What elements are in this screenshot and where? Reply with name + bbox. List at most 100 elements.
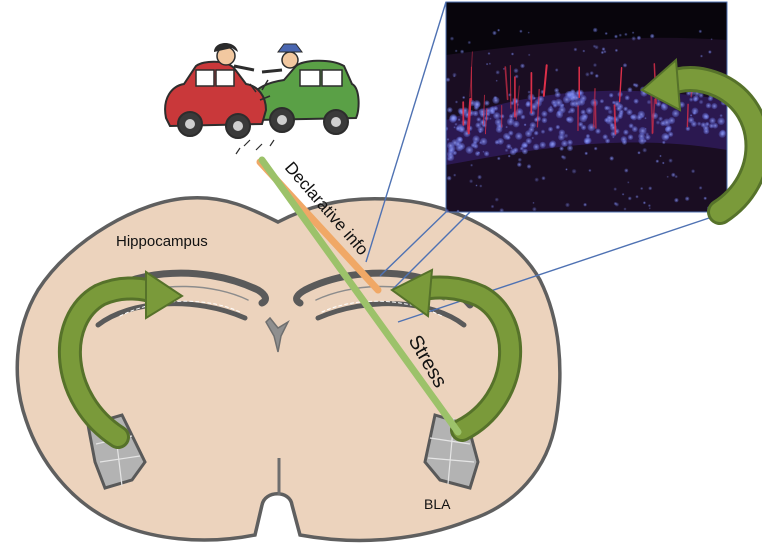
micrograph-cell xyxy=(470,164,473,167)
micrograph-cell xyxy=(627,181,629,183)
micrograph-cell xyxy=(517,162,522,167)
micrograph-cell xyxy=(506,135,511,140)
micrograph-cell xyxy=(708,50,711,53)
micrograph-cell xyxy=(497,29,500,32)
micrograph-cell xyxy=(461,120,467,126)
micrograph-cell xyxy=(447,107,453,113)
micrograph-cell xyxy=(636,195,639,198)
micrograph-cell xyxy=(625,95,630,100)
micrograph-cell xyxy=(488,52,491,55)
micrograph-cell xyxy=(472,135,479,142)
micrograph-cell xyxy=(508,131,513,136)
micrograph-cell xyxy=(581,125,586,130)
micrograph-cell xyxy=(491,205,494,208)
micrograph-cell xyxy=(720,114,723,117)
micrograph-cell xyxy=(493,96,497,100)
micrograph-cell xyxy=(480,119,487,126)
micrograph-cell xyxy=(619,34,622,37)
car-crash-illustration xyxy=(165,43,359,154)
micrograph-cell xyxy=(455,123,458,126)
micrograph-cell xyxy=(648,204,651,207)
micrograph-cell xyxy=(648,187,652,191)
micrograph-cell xyxy=(719,130,726,137)
micrograph-cell xyxy=(662,162,664,164)
micrograph-cell xyxy=(624,169,628,173)
micrograph-cell xyxy=(554,88,559,93)
micrograph-cell xyxy=(468,41,471,44)
micrograph-neuron xyxy=(595,102,596,128)
micrograph-cell xyxy=(484,151,489,156)
micrograph-cell xyxy=(690,114,692,116)
micrograph-cell xyxy=(520,64,525,69)
micrograph-cell xyxy=(513,148,518,153)
micrograph-cell xyxy=(495,140,500,145)
micrograph-cell xyxy=(455,101,458,104)
micrograph-cell xyxy=(565,203,569,207)
micrograph-cell xyxy=(671,173,675,177)
micrograph-cell xyxy=(480,112,486,118)
micrograph-cell xyxy=(649,207,651,209)
micrograph-cell xyxy=(643,201,646,204)
micrograph-cell xyxy=(595,45,599,49)
micrograph-cell xyxy=(527,164,531,168)
micrograph-cell xyxy=(505,149,508,152)
micrograph-cell xyxy=(656,120,660,124)
micrograph-cell xyxy=(638,151,641,154)
micrograph-cell xyxy=(519,30,522,33)
micrograph-cell xyxy=(634,99,639,104)
micrograph-cell xyxy=(693,95,699,101)
micrograph-cell xyxy=(555,99,563,107)
micrograph-cell xyxy=(628,134,634,140)
micrograph-cell xyxy=(508,155,511,158)
micrograph-cell xyxy=(699,100,703,104)
micrograph-cell xyxy=(479,141,482,144)
micrograph-cell xyxy=(572,169,577,174)
micrograph-cell xyxy=(582,114,588,120)
micrograph-cell xyxy=(608,109,613,114)
micrograph-cell xyxy=(523,143,528,148)
micrograph-cell xyxy=(474,101,481,108)
micrograph-cell xyxy=(627,87,632,92)
micrograph-cell xyxy=(711,103,717,109)
micrograph-cell xyxy=(637,115,643,121)
micrograph-cell xyxy=(624,33,627,36)
micrograph-cell xyxy=(453,126,455,128)
micrograph-cell xyxy=(699,93,704,98)
micrograph-cell xyxy=(704,197,707,200)
micrograph-cell xyxy=(479,130,482,133)
micrograph-cell xyxy=(462,96,465,99)
micrograph-cell xyxy=(704,114,709,119)
micrograph-cell xyxy=(453,151,457,155)
micrograph-cell xyxy=(585,152,588,155)
micrograph-cell xyxy=(570,101,576,107)
micrograph-cell xyxy=(615,49,618,52)
micrograph-cell xyxy=(672,110,680,118)
micrograph-cell xyxy=(624,208,627,211)
micrograph-cell xyxy=(492,31,496,35)
micrograph-cell xyxy=(605,138,610,143)
micrograph-cell xyxy=(532,137,534,139)
micrograph-cell xyxy=(466,146,474,154)
micrograph-cell xyxy=(525,102,530,107)
micrograph-cell xyxy=(521,115,526,120)
micrograph-cell xyxy=(532,207,536,211)
micrograph-cell xyxy=(638,137,646,145)
micrograph-cell xyxy=(555,68,558,71)
micrograph-cell xyxy=(701,122,706,127)
micrograph-cell xyxy=(495,198,499,202)
micrograph-cell xyxy=(644,117,646,119)
micrograph-cell xyxy=(691,121,697,127)
micrograph-cell xyxy=(447,176,452,181)
micrograph-cell xyxy=(486,63,488,65)
micrograph-cell xyxy=(691,169,695,173)
micrograph-cell xyxy=(689,98,693,102)
micrograph-cell xyxy=(699,186,702,189)
micrograph-cell xyxy=(660,121,666,127)
micrograph-neuron xyxy=(687,104,688,126)
micrograph-cell xyxy=(632,126,638,132)
micrograph-cell xyxy=(594,147,597,150)
micrograph-cell xyxy=(469,179,473,183)
micrograph-cell xyxy=(447,138,450,141)
